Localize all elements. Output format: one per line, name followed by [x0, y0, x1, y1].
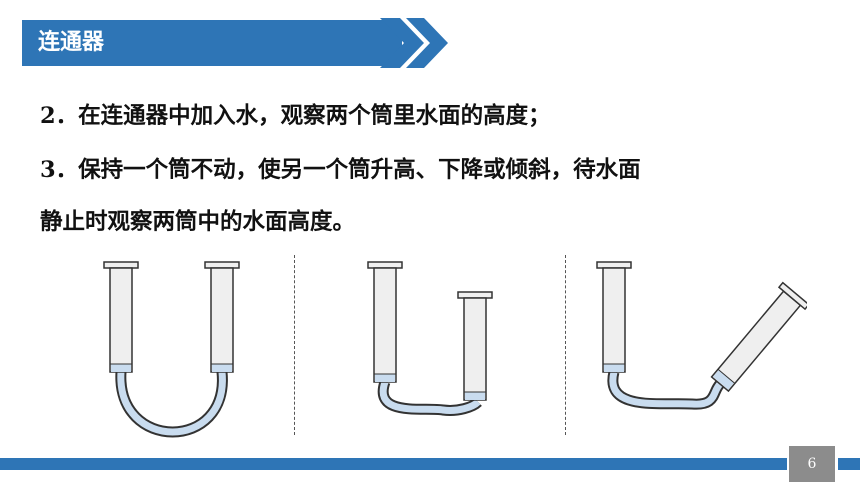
figure-tube-tilted — [596, 261, 807, 410]
step-2-text: 在连通器中加入水，观察两个筒里水面的高度； — [78, 103, 551, 129]
right-tube-rim — [204, 261, 240, 269]
page-number: 6 — [807, 456, 817, 472]
step-3-number: 3． — [40, 157, 79, 183]
right-tube-water — [212, 364, 232, 372]
left-tube-water — [111, 364, 131, 372]
step-3-text-2: 静止时观察两筒中的水面高度。 — [40, 209, 356, 235]
figure-divider-2 — [565, 255, 566, 435]
left-tube-rim — [103, 261, 139, 269]
double-chevron-right-icon — [380, 18, 448, 68]
title-banner — [22, 20, 402, 66]
right-tube-rim — [457, 291, 493, 299]
right-tube — [463, 297, 487, 401]
step-2-line: 2．在连通器中加入水，观察两个筒里水面的高度； — [40, 101, 551, 131]
page-title: 连通器 — [38, 30, 105, 55]
right-tube — [210, 267, 234, 373]
left-tube-water — [604, 364, 624, 372]
right-tube-water — [465, 392, 485, 400]
tilted-tube-group — [710, 281, 807, 393]
figure-tube-lowered — [367, 261, 493, 416]
footer-bar — [0, 458, 787, 470]
figure-divider-1 — [294, 255, 295, 435]
left-tube — [602, 267, 626, 373]
tilted-tube-rim — [777, 281, 807, 311]
step-3-line-1: 3．保持一个筒不动，使另一个筒升高、下降或倾斜，待水面 — [40, 155, 641, 185]
figure-tubes-level — [103, 261, 240, 438]
tilted-tube-water — [712, 369, 735, 390]
left-tube-rim — [596, 261, 632, 269]
footer-bar-right — [838, 458, 860, 470]
step-2-number: 2． — [40, 103, 79, 129]
page-number-box — [789, 446, 835, 482]
left-tube — [109, 267, 133, 373]
left-tube — [373, 267, 397, 383]
left-tube-rim — [367, 261, 403, 269]
step-3-line-2: 静止时观察两筒中的水面高度。 — [40, 207, 355, 237]
step-3-text-1: 保持一个筒不动，使另一个筒升高、下降或倾斜，待水面 — [78, 157, 641, 183]
left-tube-water — [375, 374, 395, 382]
